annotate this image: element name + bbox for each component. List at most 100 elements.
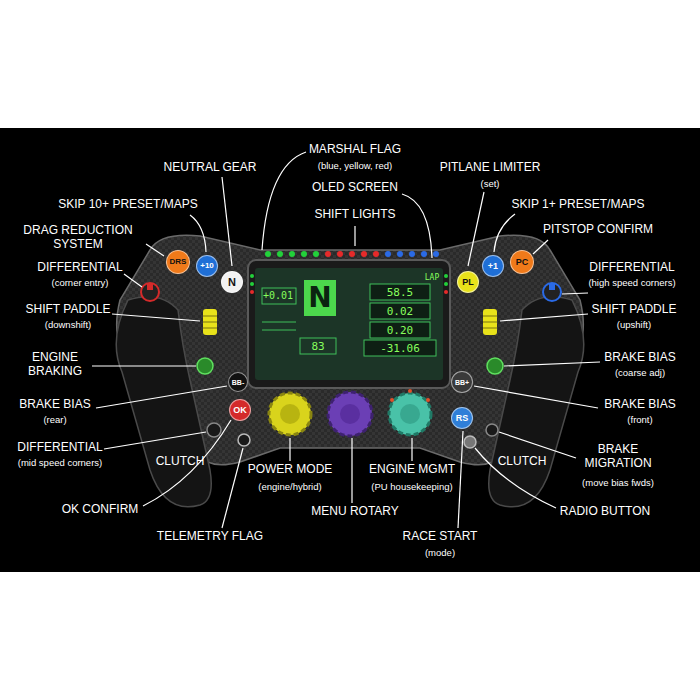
callout-label: SHIFT LIGHTS (314, 208, 395, 222)
screen-value: 58.5 (387, 287, 414, 298)
callout-label: SHIFT PADDLE (26, 303, 111, 317)
button-circle: DRS (166, 250, 190, 274)
button-circle: +10 (196, 255, 218, 277)
leader-line (222, 177, 232, 266)
callout-label: DRAG REDUCTION SYSTEM (15, 224, 141, 252)
leader-line (143, 420, 231, 506)
button-circle: RS (451, 407, 473, 429)
leader-line (411, 438, 412, 461)
leader-line (262, 152, 306, 250)
callout-label: BRAKE BIAS (19, 398, 90, 412)
button-text: +10 (200, 262, 214, 270)
screen-value: LAP (425, 274, 439, 282)
button-text: RS (456, 414, 469, 423)
callout-label: TELEMETRY FLAG (157, 530, 263, 544)
button-circle: BB- (228, 372, 248, 392)
callout-label: RADIO BUTTON (560, 505, 650, 519)
leader-line (289, 438, 290, 461)
button-circle: PC (510, 250, 534, 274)
callout-label: CLUTCH (498, 455, 547, 469)
callout-subtext: (high speed corners) (588, 278, 675, 289)
callout-label: SHIFT PADDLE (592, 303, 677, 317)
screen-value: 0.20 (387, 325, 414, 336)
callout-subtext: (mode) (425, 548, 455, 559)
callout-label: DIFFERENTIAL (589, 261, 674, 275)
callout-subtext: (corner entry) (51, 278, 108, 289)
button-circle: PL (457, 271, 479, 293)
callout-subtext: (rear) (43, 415, 66, 426)
callout-subtext: (PU housekeeping) (371, 482, 452, 493)
callout-label: DIFFERENTIAL (37, 261, 122, 275)
callout-subtext: (set) (481, 179, 500, 190)
callout-label: DIFFERENTIAL (17, 441, 102, 455)
callout-label: POWER MODE (248, 463, 333, 477)
callout-label: ENGINE BRAKING (15, 351, 95, 379)
leader-line (475, 448, 556, 508)
callout-label: NEUTRAL GEAR (164, 161, 257, 175)
callout-subtext: (downshift) (45, 320, 91, 331)
leader-line (222, 448, 243, 528)
leader-line (190, 215, 206, 252)
screen-value: -31.06 (380, 343, 420, 354)
leader-line (533, 240, 548, 254)
button-text: PC (516, 258, 529, 267)
black-band (0, 128, 700, 572)
oled-screen (248, 260, 450, 388)
button-circle: +1 (482, 255, 504, 277)
leader-line (351, 438, 352, 503)
callout-subtext: (front) (627, 415, 652, 426)
callout-subtext: (coarse adj) (615, 368, 665, 379)
callout-subtext: (move bias fwds) (582, 478, 654, 489)
screen-value: +0.01 (263, 291, 293, 301)
leader-line (146, 244, 164, 256)
callout-label: ENGINE MGMT (369, 463, 455, 477)
leader-line (96, 386, 227, 408)
leader-line (92, 365, 196, 366)
callout-label: OK CONFIRM (62, 503, 139, 517)
leader-line (402, 194, 432, 258)
leader-line (562, 293, 588, 294)
screen-panel: +0.01 LAP N 58.5 0.02 0.20 83 -31.06 (255, 268, 443, 380)
leader-line (458, 431, 463, 528)
button-text: BB- (232, 379, 244, 386)
button-text: OK (233, 406, 247, 415)
leader-line (474, 386, 598, 408)
callout-label: BRAKE MIGRATION (573, 443, 663, 471)
shift-paddles (203, 309, 497, 335)
callout-label: OLED SCREEN (312, 181, 398, 195)
callout-subtext: (upshift) (617, 320, 651, 331)
callout-subtext: (engine/hybrid) (258, 482, 321, 493)
callout-subtext: (blue, yellow, red) (318, 161, 392, 172)
screen-value: N (308, 284, 331, 312)
button-circle: N (221, 271, 243, 293)
callout-subtext: (mid speed corners) (18, 458, 102, 469)
callout-label: SKIP 1+ PRESET/MAPS (512, 198, 645, 212)
callout-label: RACE START (403, 530, 478, 544)
button-text: PL (462, 278, 474, 287)
leader-line (124, 274, 142, 287)
shift-lights (265, 251, 439, 257)
rotary-knobs (269, 389, 431, 436)
callout-label: PITLANE LIMITER (440, 161, 541, 175)
callout-label: BRAKE BIAS (604, 351, 675, 365)
leader-line (112, 314, 200, 321)
small-rotaries (141, 283, 561, 448)
callout-label: BRAKE BIAS (604, 398, 675, 412)
screen-value: 83 (311, 341, 324, 352)
screen-value: 0.02 (387, 306, 414, 317)
button-text: N (228, 277, 236, 288)
leader-line (104, 432, 206, 449)
callout-label: MARSHAL FLAG (309, 143, 401, 157)
button-circle: OK (229, 399, 251, 421)
button-circle: BB+ (451, 371, 473, 393)
button-text: BB+ (455, 379, 469, 386)
button-text: +1 (488, 262, 498, 271)
button-text: DRS (170, 258, 187, 266)
callout-label: CLUTCH (156, 455, 205, 469)
callout-label: PITSTOP CONFIRM (543, 223, 653, 237)
callout-label: SKIP 10+ PRESET/MAPS (58, 198, 198, 212)
leader-line (354, 226, 355, 246)
